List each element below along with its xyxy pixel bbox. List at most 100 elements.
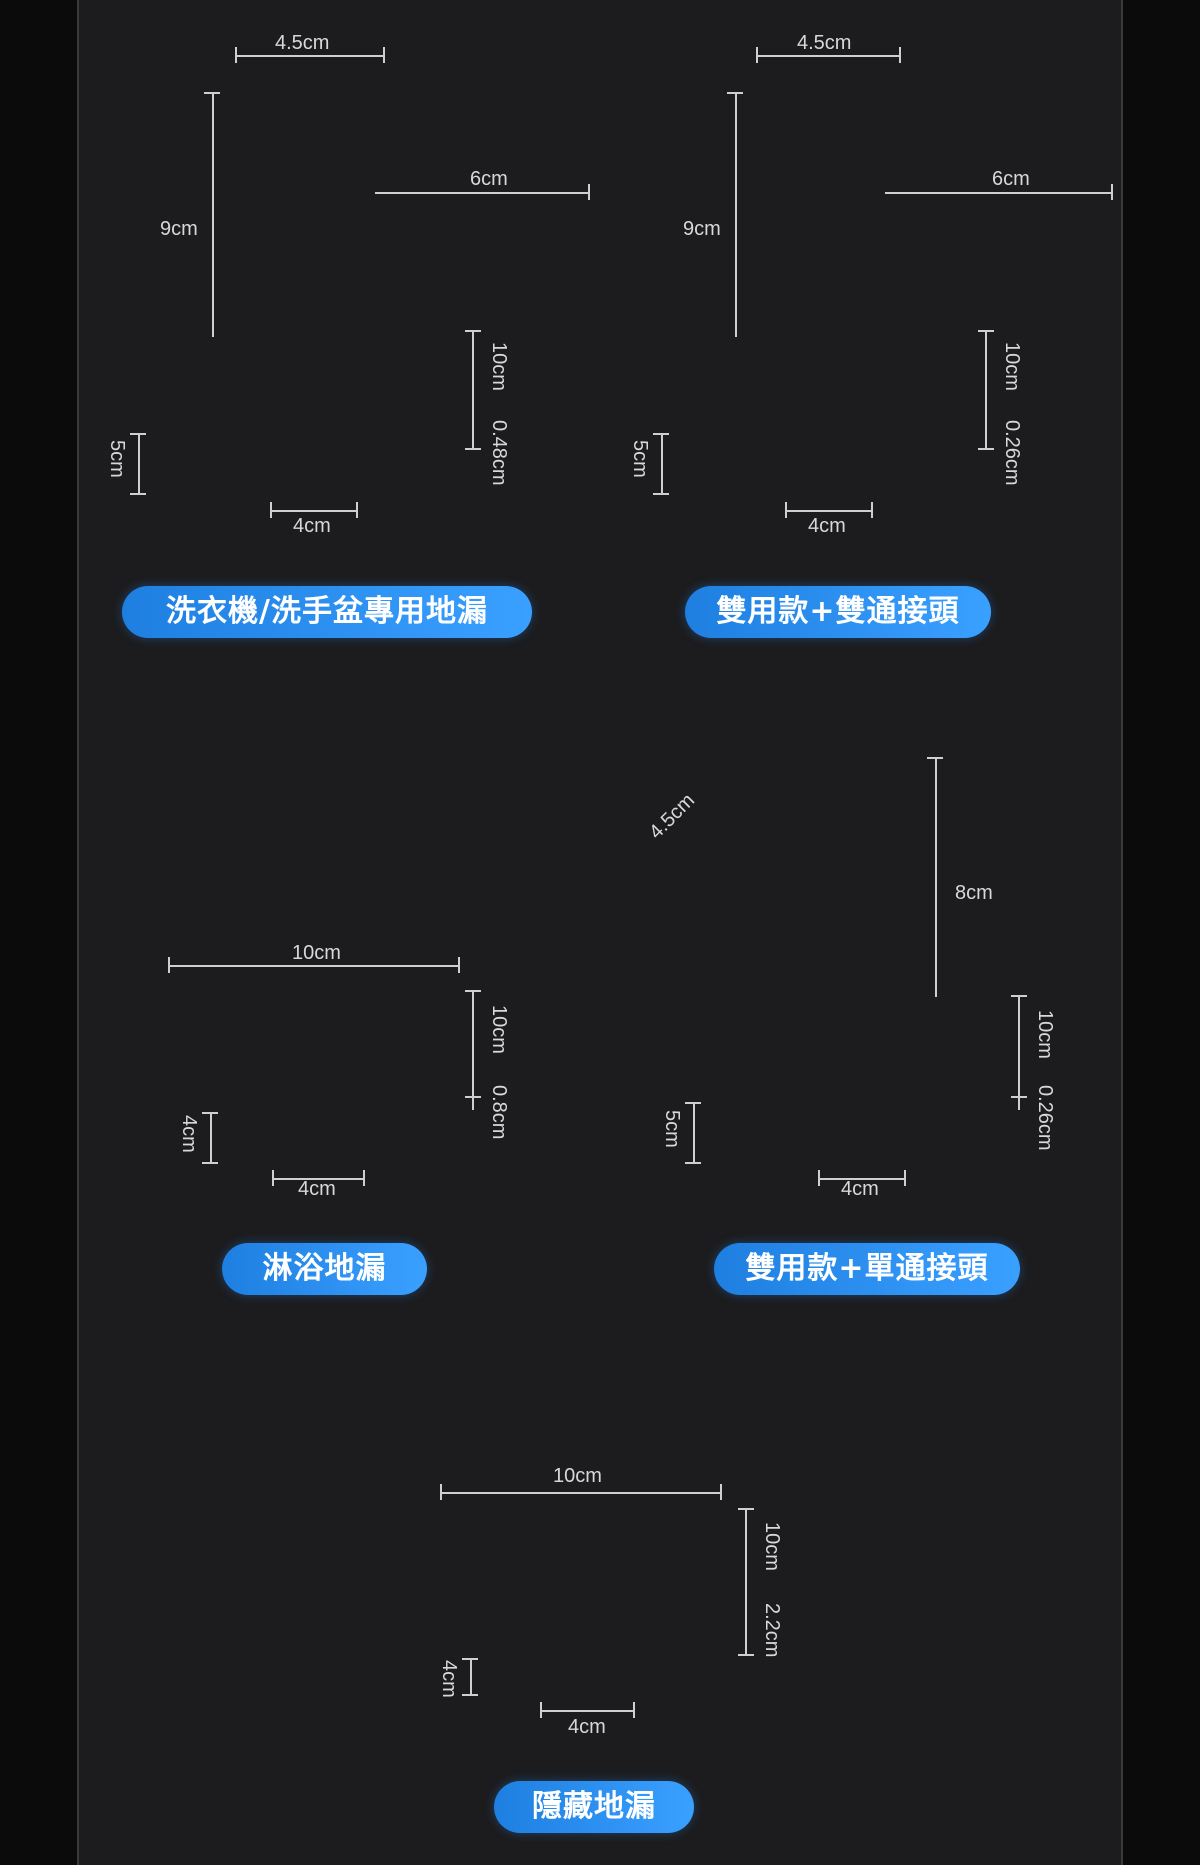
dim-tick [978, 330, 994, 332]
dim-tick [202, 1162, 218, 1164]
dim-tick [685, 1162, 701, 1164]
dim-tick [927, 757, 943, 759]
dim-line [472, 330, 474, 450]
dim-line [540, 1710, 635, 1712]
dim-tick [978, 448, 994, 450]
dim-tick [785, 502, 787, 518]
dim-plate-side: 10cm [761, 1522, 783, 1571]
dim-tick [130, 433, 146, 435]
dim-tick [272, 1170, 274, 1186]
dim-height: 9cm [160, 218, 198, 240]
dim-body-depth: 4cm [438, 1660, 460, 1698]
dim-line [985, 330, 987, 450]
dim-plate-thick: 0.8cm [488, 1085, 510, 1140]
dim-line [818, 1178, 906, 1180]
dim-tick [465, 990, 481, 992]
dim-body-depth: 5cm [106, 440, 128, 478]
dim-line [756, 55, 901, 57]
dim-tick [588, 184, 590, 200]
dim-tick [727, 92, 743, 94]
dim-line [745, 1508, 747, 1656]
dim-tick [235, 47, 237, 63]
dim-body-depth: 5cm [661, 1110, 683, 1148]
dim-height: 9cm [683, 218, 721, 240]
dim-tick [653, 493, 669, 495]
dim-tick [633, 1702, 635, 1718]
dim-line [272, 1178, 365, 1180]
dim-line [138, 433, 140, 495]
label-dual-double-joint: 雙用款+雙通接頭 [685, 586, 991, 638]
dim-plate-width: 10cm [553, 1465, 602, 1487]
dim-plate-width: 10cm [292, 942, 341, 964]
dim-line [235, 55, 385, 57]
label-shower-drain: 淋浴地漏 [222, 1243, 427, 1295]
dim-tick [462, 1694, 478, 1696]
dim-line [470, 1658, 472, 1696]
dim-plate-thick: 0.48cm [488, 420, 510, 486]
dim-tick [168, 957, 170, 973]
dim-plate-side: 10cm [1034, 1010, 1056, 1059]
dim-plate-thick: 0.26cm [1034, 1085, 1056, 1151]
dim-tick [685, 1102, 701, 1104]
dim-tick [899, 47, 901, 63]
dim-tick [904, 1170, 906, 1186]
dim-core-width: 4cm [568, 1716, 606, 1738]
dim-tick [818, 1170, 820, 1186]
label-washer-drain: 洗衣機/洗手盆專用地漏 [122, 586, 532, 638]
dim-line [735, 92, 737, 337]
dim-plate-thick: 2.2cm [761, 1603, 783, 1658]
dim-tick [540, 1702, 542, 1718]
dim-tick [738, 1508, 754, 1510]
dim-tick [356, 502, 358, 518]
dim-line [270, 510, 358, 512]
dim-line [210, 1112, 212, 1164]
dim-plate-side: 10cm [488, 342, 510, 391]
dim-line [693, 1102, 695, 1164]
dim-core-width: 4cm [841, 1178, 879, 1200]
dim-line [375, 192, 590, 194]
dim-tick [465, 1096, 481, 1098]
dim-branch: 6cm [470, 168, 508, 190]
dim-tick [871, 502, 873, 518]
dim-tick [130, 493, 146, 495]
dim-tick [383, 47, 385, 63]
dim-tick [202, 1112, 218, 1114]
dim-line [440, 1492, 722, 1494]
dim-plate-side: 10cm [488, 1005, 510, 1054]
dim-line [212, 92, 214, 337]
dim-line [472, 990, 474, 1110]
dim-tick [1111, 184, 1113, 200]
dim-tick [458, 957, 460, 973]
dim-tick [1011, 1096, 1027, 1098]
dim-tick [756, 47, 758, 63]
dim-line [168, 965, 460, 967]
dim-core-width: 4cm [293, 515, 331, 537]
dim-tick [465, 330, 481, 332]
dim-tick [738, 1654, 754, 1656]
dim-core-width: 4cm [298, 1178, 336, 1200]
dim-tick [462, 1658, 478, 1660]
dim-body-depth: 4cm [178, 1115, 200, 1153]
dim-top-width: 4.5cm [275, 32, 330, 54]
label-hidden-drain: 隱藏地漏 [494, 1781, 694, 1833]
dim-branch: 6cm [992, 168, 1030, 190]
dim-plate-thick: 0.26cm [1001, 420, 1023, 486]
dim-tick [440, 1484, 442, 1500]
dim-tick [465, 448, 481, 450]
dim-core-width: 4cm [808, 515, 846, 537]
dim-line [935, 757, 937, 997]
dim-height: 8cm [955, 882, 993, 904]
dim-tick [720, 1484, 722, 1500]
dim-line [885, 192, 1113, 194]
dim-top-width: 4.5cm [797, 32, 852, 54]
dim-line [661, 433, 663, 495]
dim-tick [653, 433, 669, 435]
label-dual-single-joint: 雙用款+單通接頭 [714, 1243, 1020, 1295]
dim-tick [363, 1170, 365, 1186]
dim-line [1018, 995, 1020, 1110]
dim-tick [204, 92, 220, 94]
dim-plate-side: 10cm [1001, 342, 1023, 391]
dim-tick [270, 502, 272, 518]
dim-line [785, 510, 873, 512]
dim-body-depth: 5cm [629, 440, 651, 478]
